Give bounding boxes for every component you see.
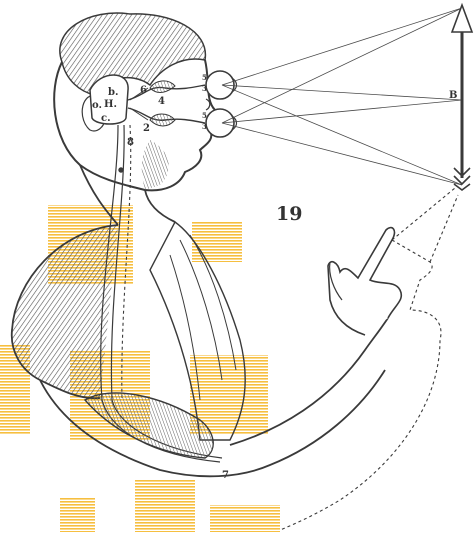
hair	[60, 13, 206, 95]
label-b: b.	[108, 87, 118, 98]
label-8: 8	[127, 137, 134, 148]
label-c: c.	[101, 113, 111, 124]
label-5-upper: 5	[202, 73, 207, 82]
label-4: 4	[158, 96, 165, 107]
label-7: 7	[222, 470, 229, 481]
label-6: 6	[140, 85, 147, 96]
label-o: o.	[92, 100, 102, 111]
head	[54, 13, 218, 225]
label-3-upper: 3	[202, 84, 207, 93]
eye-lower	[206, 109, 234, 137]
face-shading	[142, 140, 169, 190]
label-5-lower: 5	[202, 111, 207, 120]
label-H: H.	[104, 99, 117, 110]
pineal-chamber: b. o. H. c.	[90, 75, 128, 124]
optic-chiasm-lower	[150, 114, 175, 126]
arm-alternate-dashed	[280, 188, 458, 530]
optic-chiasm-upper	[150, 81, 175, 93]
figure-number: 19	[276, 203, 302, 225]
light-rays	[222, 8, 462, 185]
label-2: 2	[143, 123, 150, 134]
label-B: B	[449, 90, 457, 101]
eye-upper	[206, 71, 234, 99]
arrowhead	[452, 5, 472, 32]
hand-pointing	[328, 228, 401, 335]
label-3-lower: 3	[202, 122, 207, 131]
